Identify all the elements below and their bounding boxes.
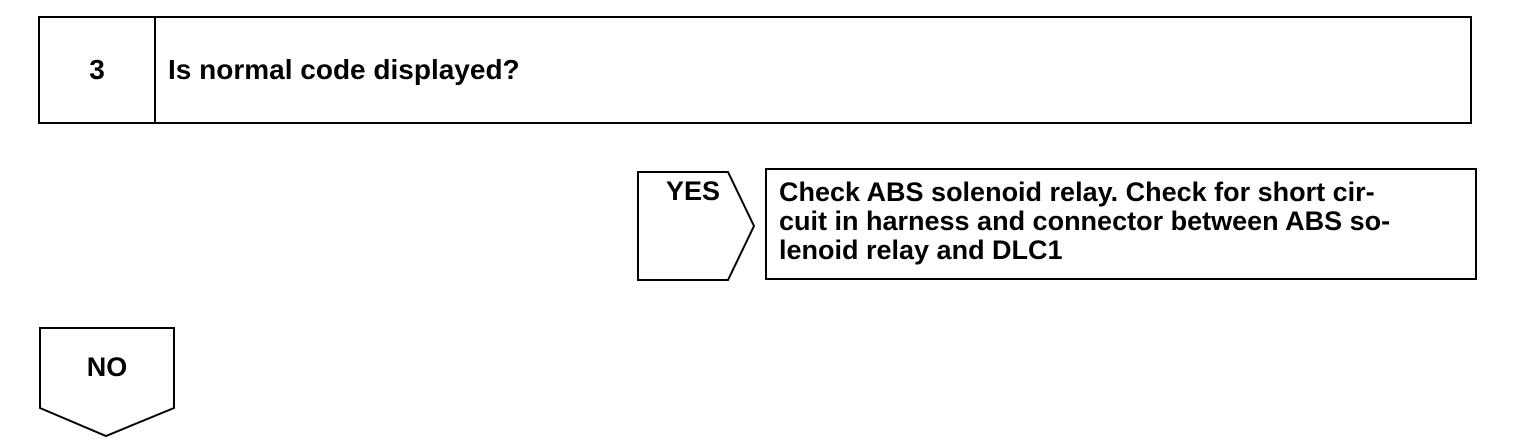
step-question: Is normal code displayed? <box>168 54 520 85</box>
yes-result-line-3: lenoid relay and DLC1 <box>779 235 1063 265</box>
yes-arrow-shape <box>637 171 756 281</box>
step-box: 3 Is normal code displayed? <box>38 16 1472 124</box>
no-label: NO <box>86 352 128 382</box>
yes-label: YES <box>665 176 721 206</box>
yes-result-box: Check ABS solenoid relay. Check for shor… <box>765 168 1477 280</box>
yes-result-line-1: Check ABS solenoid relay. Check for shor… <box>779 177 1375 207</box>
step-number: 3 <box>40 18 156 122</box>
no-arrow-shape <box>39 327 175 438</box>
yes-result-line-2: cuit in harness and connector between AB… <box>779 206 1391 236</box>
